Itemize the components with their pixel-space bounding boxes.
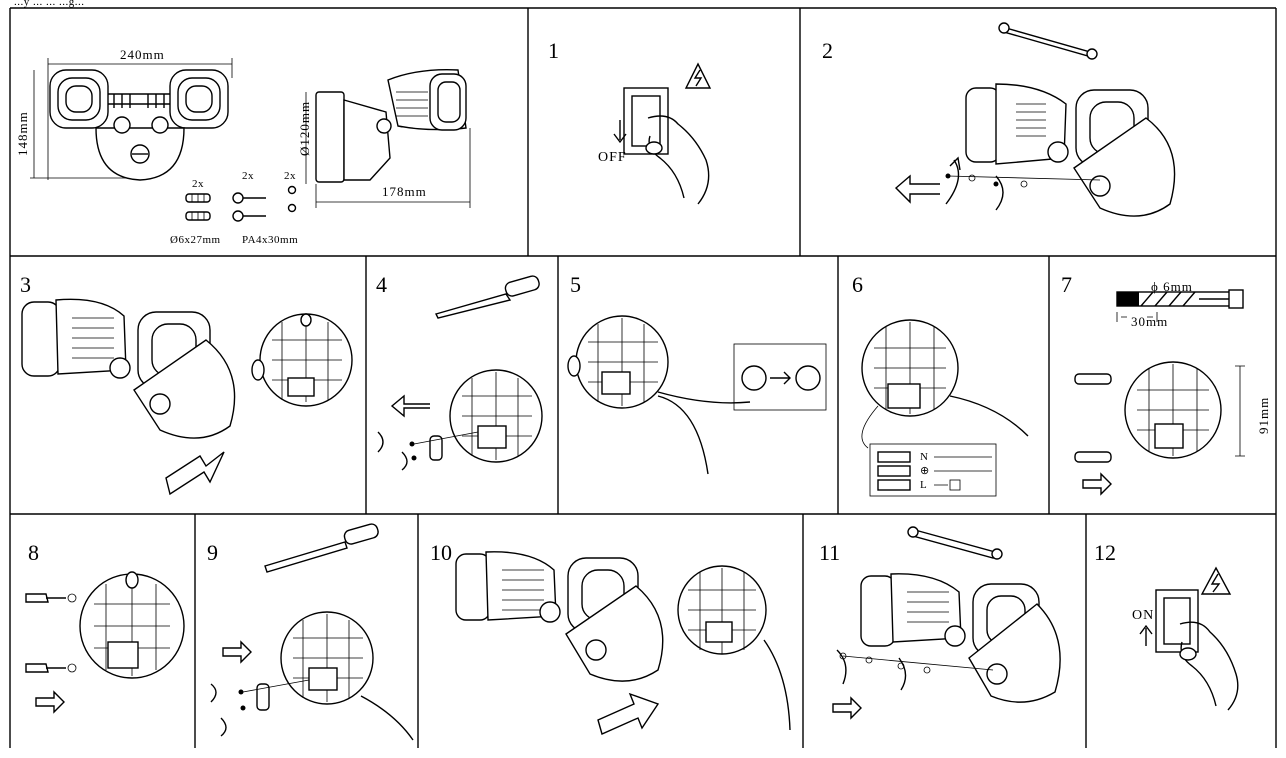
panel-step-2: 2	[800, 8, 1276, 256]
reconnect-drawing	[210, 523, 414, 741]
wrench-icon	[912, 529, 996, 559]
step-number: 8	[28, 540, 39, 565]
warning-icon	[684, 62, 712, 89]
depth-dimension: 178mm	[382, 184, 427, 199]
front-view-lamp	[49, 69, 229, 181]
panel-step-5: 5	[558, 256, 838, 514]
step-number: 6	[852, 272, 863, 297]
washer-quantity: 2x	[284, 170, 296, 182]
terminal-drawing	[861, 319, 1029, 497]
panel-step-7: 7 ϕ 6mm 30mm 91mm	[1049, 256, 1276, 514]
step-number: 2	[822, 38, 833, 63]
terminal-earth: ⊕	[920, 465, 930, 477]
panel-step-8: 8	[10, 514, 195, 748]
panel-step-4: 4	[366, 256, 558, 514]
height-dimension: 148mm	[15, 111, 30, 156]
panel-step-10: 10	[418, 514, 803, 748]
tighten-drawing	[832, 526, 1061, 720]
hole-spacing: 91mm	[1256, 396, 1271, 434]
drill-diameter: ϕ 6mm	[1151, 279, 1193, 294]
drill-depth: 30mm	[1131, 314, 1169, 329]
anchor-size: Ø6x27mm	[170, 234, 221, 246]
drilling-drawing	[1074, 289, 1245, 496]
step-number: 7	[1061, 272, 1072, 297]
step-number: 4	[376, 272, 387, 297]
panel-step-1: 1 OFF	[528, 8, 800, 256]
side-view-lamp	[305, 69, 471, 208]
detach-base-drawing	[21, 298, 353, 496]
panel-step-11: 11	[803, 514, 1086, 748]
switch-on-drawing	[1139, 566, 1239, 711]
screwdriver-drawing	[377, 275, 543, 471]
step-number: 5	[570, 272, 581, 297]
panel-step-3: 3	[10, 256, 366, 514]
dimension-drawing	[30, 58, 471, 222]
mounting-hardware	[185, 185, 297, 222]
screwdriver-icon	[264, 541, 348, 573]
step-number: 11	[819, 540, 841, 565]
fix-base-drawing	[25, 571, 185, 714]
panel-dimensions: 240mm 148mm Ø120mm 178mm 2x 2x 2x Ø6x27m…	[10, 8, 528, 256]
step-number: 3	[20, 272, 31, 297]
remove-head-drawing	[894, 22, 1176, 217]
reattach-head-drawing	[455, 551, 791, 735]
screw-quantity: 2x	[242, 170, 254, 182]
step-number: 1	[548, 38, 559, 63]
width-dimension: 240mm	[120, 47, 165, 62]
header-fragment: ...y ... ... ...g...	[14, 0, 85, 8]
step-number: 10	[430, 540, 452, 565]
diameter-dimension: Ø120mm	[297, 100, 312, 156]
on-label: ON	[1132, 608, 1155, 623]
step-number: 9	[207, 540, 218, 565]
wiring-drawing	[567, 315, 827, 475]
warning-icon	[1200, 566, 1232, 595]
step-number: 12	[1094, 540, 1116, 565]
panel-step-12: 12 ON	[1086, 514, 1276, 748]
anchor-quantity: 2x	[192, 178, 204, 190]
screwdriver-icon	[434, 293, 512, 319]
panel-step-9: 9	[195, 514, 418, 748]
off-label: OFF	[598, 150, 627, 165]
wrench-icon	[1002, 27, 1092, 57]
switch-off-drawing	[613, 62, 712, 205]
terminal-n: N	[920, 451, 929, 463]
terminal-l: L	[920, 479, 928, 491]
panel-step-6: 6 N ⊕ L	[838, 256, 1049, 514]
screw-size: PA4x30mm	[242, 234, 299, 246]
